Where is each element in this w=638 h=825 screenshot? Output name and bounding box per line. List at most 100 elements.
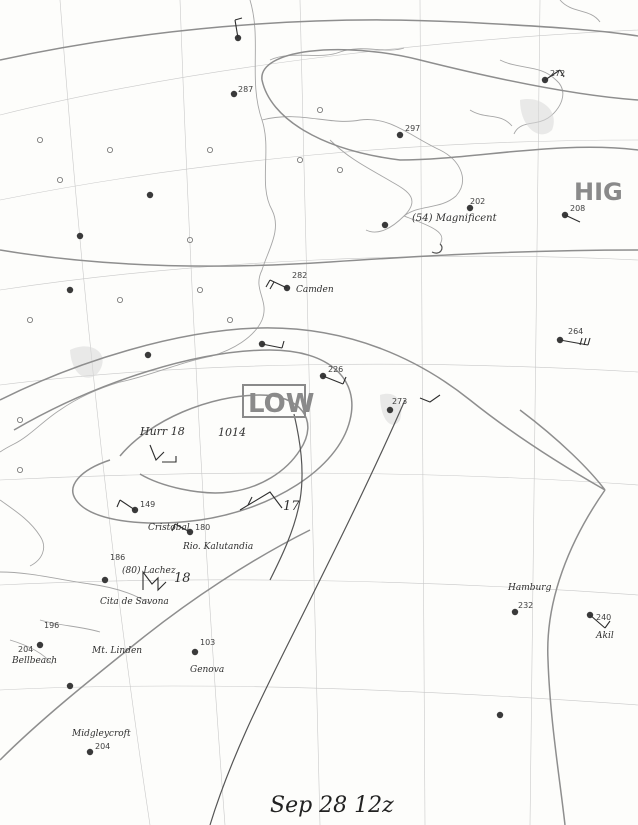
station-circle <box>196 286 203 293</box>
isobar-storm-inner <box>119 394 309 494</box>
wind-numbers: 17 18 <box>174 499 300 586</box>
obs-value: 226 <box>328 365 343 374</box>
wind-number-18: 18 <box>174 571 191 586</box>
coastlines <box>0 0 601 665</box>
wind-barb <box>116 499 136 511</box>
station-readings: 282 149 180 186 196 204 103 204 264 240 … <box>18 69 611 751</box>
inland-scribbles <box>70 99 554 425</box>
obs-value: 287 <box>238 85 253 94</box>
wind-barb <box>589 614 611 629</box>
station-circle <box>107 146 114 153</box>
wind-barb <box>544 69 565 81</box>
isobar-southwest <box>0 529 311 761</box>
station-circle <box>16 416 23 423</box>
note-akil: Akil <box>595 631 614 641</box>
obs-value: 264 <box>568 327 583 336</box>
station-circle <box>226 316 233 323</box>
obs-value: 186 <box>110 553 125 562</box>
station-circle <box>206 146 213 153</box>
note-cristobal: Cristobal <box>148 523 190 533</box>
obs-value: 297 <box>405 124 420 133</box>
note-camden: Camden <box>296 285 334 295</box>
obs-value: 204 <box>18 645 33 654</box>
isobar-northern <box>0 19 638 61</box>
low-center-label: LOW <box>248 389 314 419</box>
obs-value: 202 <box>470 197 485 206</box>
wind-barbs <box>116 17 611 629</box>
wind-barb <box>171 523 191 533</box>
station-dot <box>381 221 389 229</box>
map-date-caption: Sep 28 12z <box>270 793 394 818</box>
note-citadesavona: Cita de Savona <box>100 597 169 607</box>
low-stamp-box <box>242 384 306 418</box>
station-circle <box>186 236 193 243</box>
station-circle <box>316 107 323 114</box>
note-bellbeach: Bellbeach <box>11 656 57 666</box>
isobar-loop-north <box>261 48 638 161</box>
obs-value: 196 <box>44 621 59 630</box>
note-magnificent: (54) Magnificent <box>412 213 498 224</box>
station-dot <box>144 351 152 359</box>
obs-value: 272 <box>550 69 565 78</box>
obs-value: 103 <box>200 638 215 647</box>
obs-value: 232 <box>518 601 533 610</box>
isobar-storm-middle <box>13 349 353 524</box>
obs-value: 204 <box>95 742 110 751</box>
isobar-mid <box>0 249 638 267</box>
station-dot <box>496 711 504 719</box>
wind-barb <box>322 375 347 385</box>
wind-barb <box>261 340 285 349</box>
wind-barb <box>239 491 283 511</box>
obs-value: 240 <box>596 613 611 622</box>
fronts <box>209 243 443 825</box>
station-dot <box>511 608 519 616</box>
wind-barb <box>234 17 243 39</box>
wind-barb <box>149 444 177 463</box>
wind-barb <box>564 214 581 223</box>
obs-value: 208 <box>570 204 585 213</box>
wind-number-17: 17 <box>283 499 300 514</box>
note-midgleycroft: Midgleycroft <box>71 729 131 739</box>
isobars <box>0 19 638 825</box>
note-lachez: (80) Lachez <box>122 565 176 576</box>
station-dot <box>86 748 94 756</box>
ship-notes: (54) Magnificent Camden Hurr 18 Cristoba… <box>11 213 614 739</box>
wind-barb <box>265 279 288 290</box>
station-circle <box>16 466 23 473</box>
station-circle <box>37 136 44 143</box>
center-pressure: 1014 <box>218 426 246 439</box>
station-circle <box>336 166 343 173</box>
obs-value: 180 <box>195 523 210 532</box>
obs-value: 273 <box>392 397 407 406</box>
station-dot <box>101 576 109 584</box>
pressure-centers: LOW HIG 1014 <box>218 178 623 439</box>
station-dot <box>36 641 44 649</box>
station-circle <box>26 316 33 323</box>
station-circle <box>296 156 303 163</box>
note-mt-linden: Mt. Linden <box>91 646 142 656</box>
wind-barb <box>419 394 441 403</box>
station-dot <box>396 131 404 139</box>
note-genova: Genova <box>190 665 224 675</box>
wind-barb <box>142 570 167 592</box>
station-dot <box>66 682 74 690</box>
station-dot <box>191 648 199 656</box>
isobar-southern <box>547 489 606 825</box>
note-hamburg: Hamburg <box>507 583 552 593</box>
station-dot <box>66 286 74 294</box>
station-circle <box>117 296 124 303</box>
note-kalutandia: Rio. Kalutandia <box>182 542 253 552</box>
station-dot <box>466 204 474 212</box>
station-dot <box>146 191 154 199</box>
station-dot <box>386 406 394 414</box>
obs-value: 149 <box>140 500 155 509</box>
station-dot <box>230 90 238 98</box>
obs-value: 282 <box>292 271 307 280</box>
station-circle <box>57 176 64 183</box>
station-dot <box>76 232 84 240</box>
high-center-label: HIG <box>574 178 623 206</box>
wind-barb <box>559 337 591 346</box>
note-hurricane: Hurr 18 <box>139 425 185 438</box>
